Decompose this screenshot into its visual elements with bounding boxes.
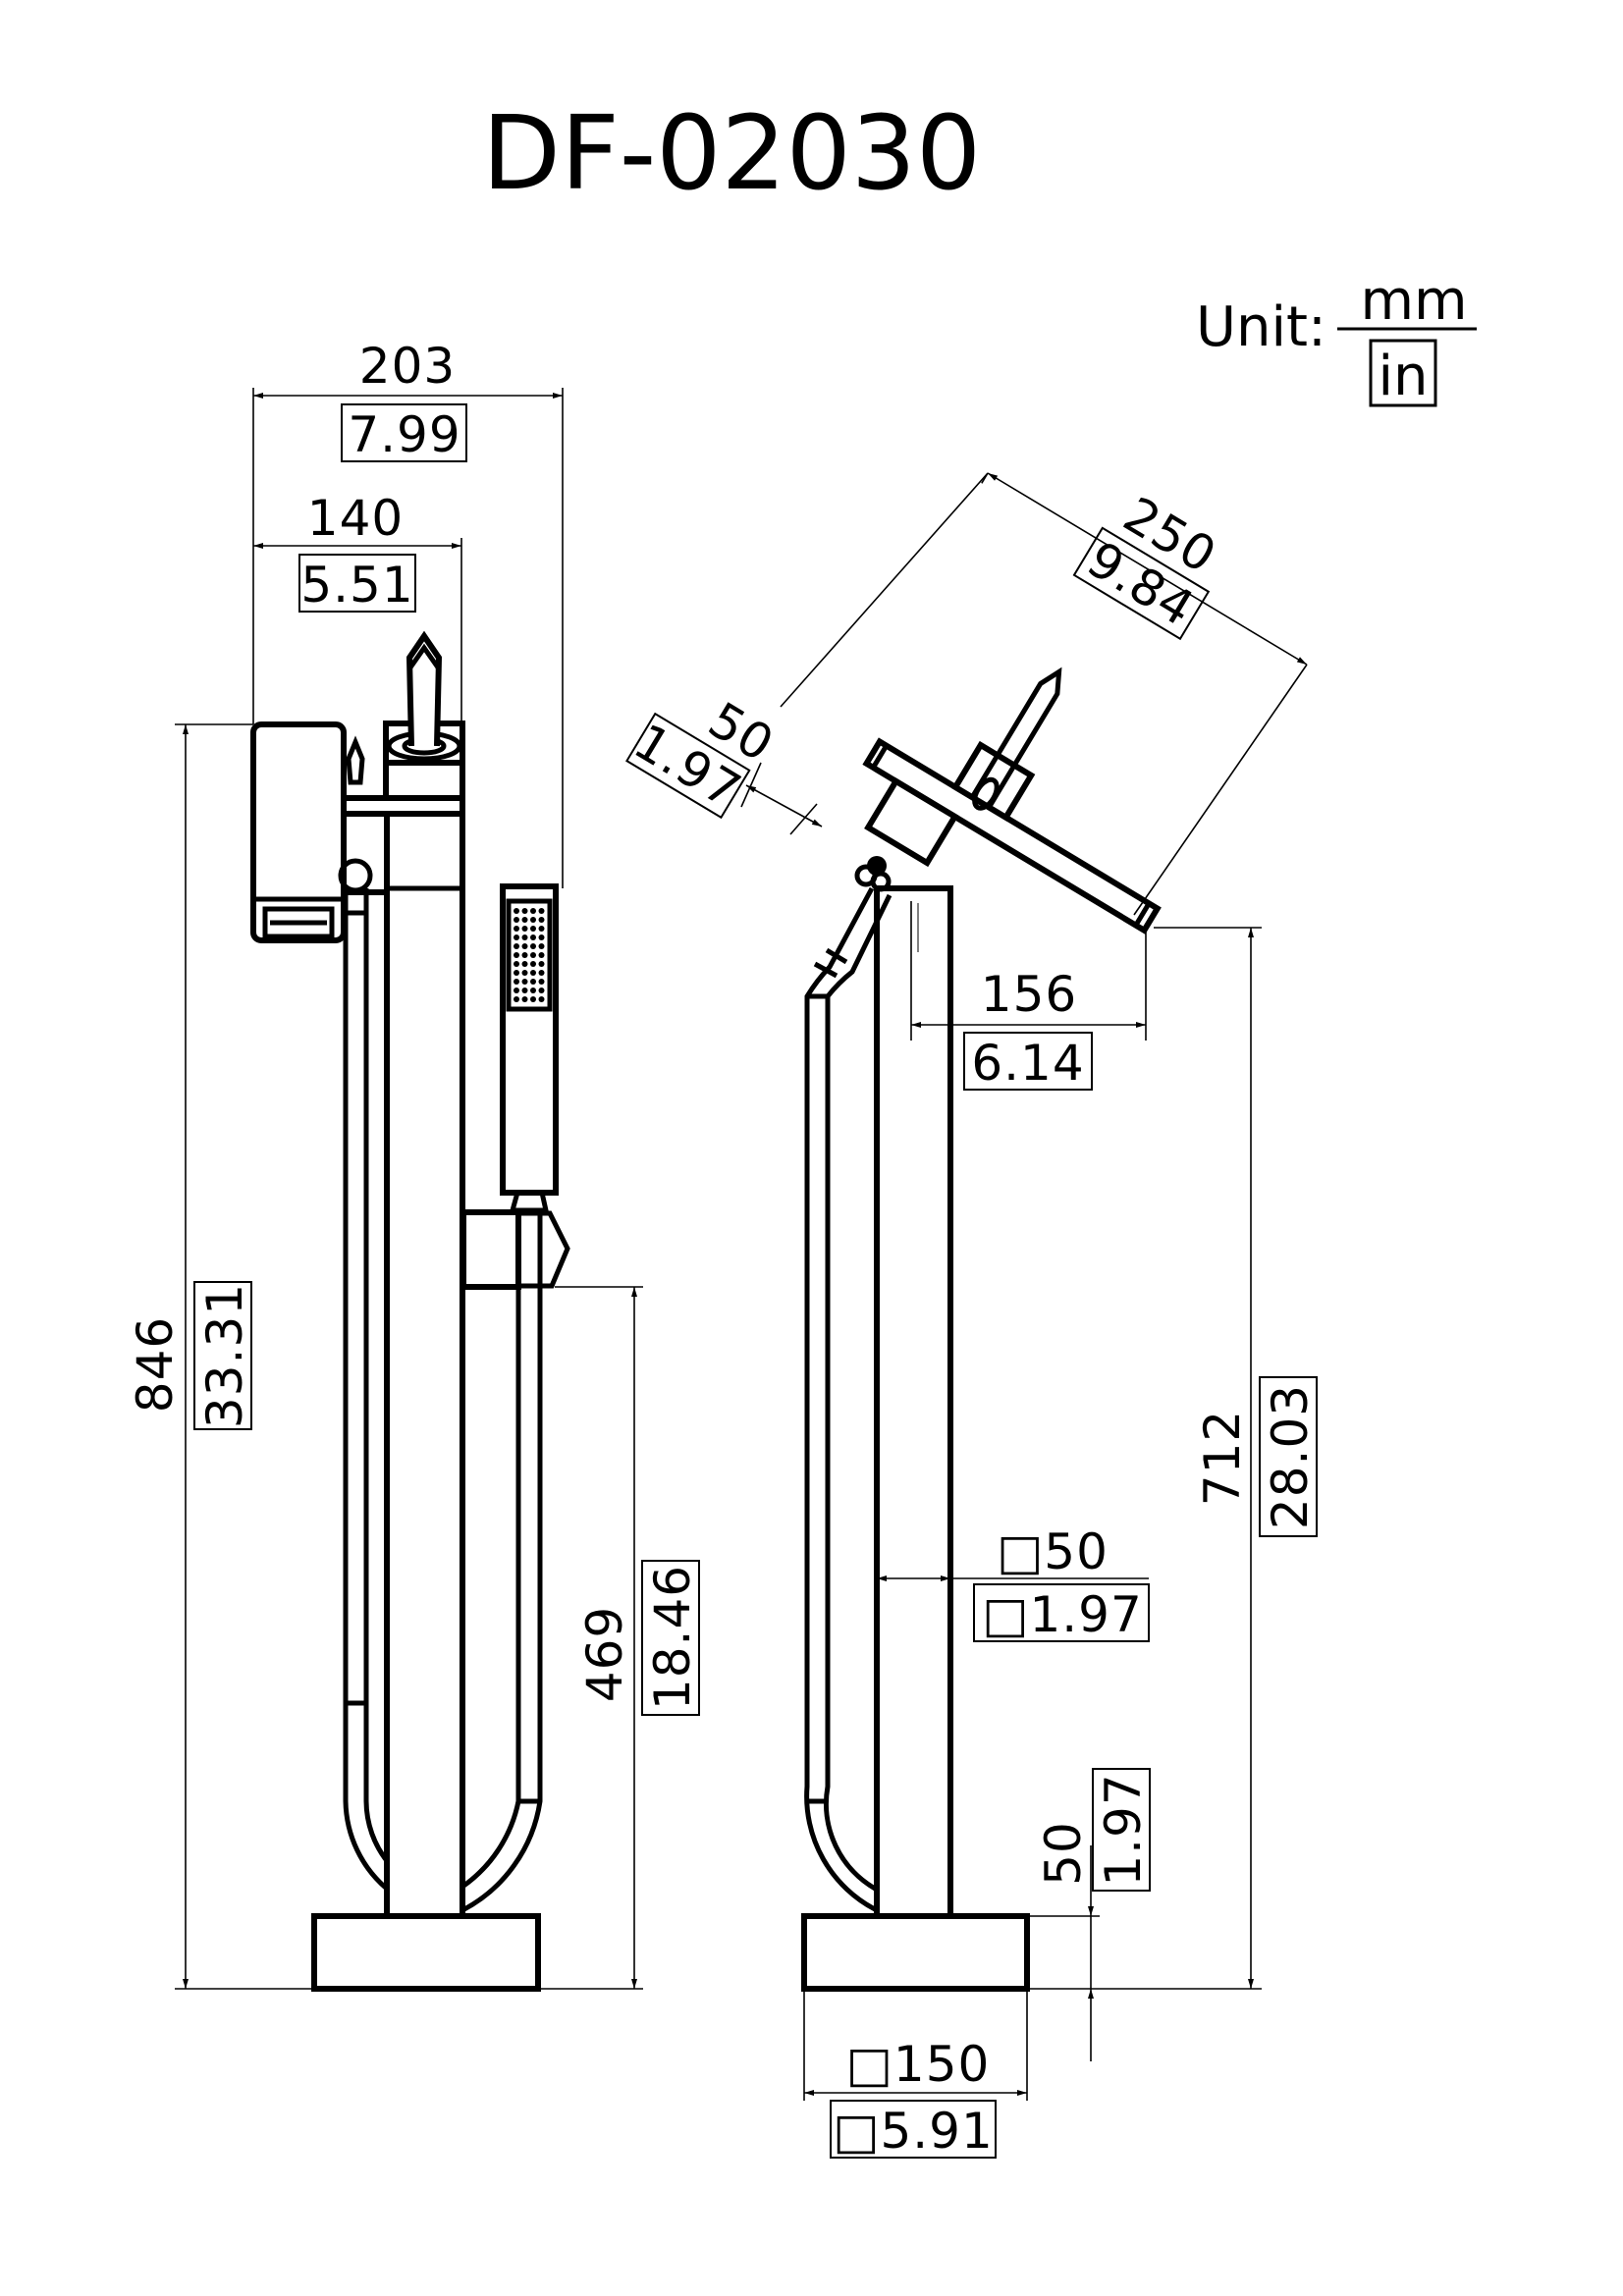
dim-column-section-mm: □50 bbox=[997, 1523, 1109, 1580]
unit-secondary: in bbox=[1378, 345, 1428, 408]
nozzle-dot bbox=[521, 926, 528, 932]
dim-overall-width-in: 7.99 bbox=[348, 406, 460, 463]
nozzle-dot bbox=[530, 952, 536, 958]
diverter-grip bbox=[262, 906, 335, 939]
unit-label: Unit: bbox=[1196, 295, 1326, 359]
nozzle-dot bbox=[514, 988, 519, 993]
dim-spout-height-in: 28.03 bbox=[1262, 1384, 1319, 1529]
dim-base-section-in: □5.91 bbox=[833, 2103, 994, 2160]
nozzle-dot bbox=[514, 970, 519, 976]
nozzle-dot bbox=[521, 943, 528, 949]
nozzle-dot bbox=[521, 996, 528, 1002]
hose-outer bbox=[343, 888, 390, 1892]
spout-arm bbox=[862, 737, 1162, 934]
nozzle-dot bbox=[514, 979, 519, 985]
nozzle-dot bbox=[514, 952, 519, 958]
nozzle-dot bbox=[530, 917, 536, 923]
dim-holder-height-in: 18.46 bbox=[644, 1565, 701, 1710]
nozzle-dot bbox=[538, 943, 545, 949]
dim-spout-reach-in: 6.14 bbox=[971, 1035, 1084, 1092]
nozzle-dot bbox=[538, 996, 545, 1002]
unit-legend: Unit: mm in bbox=[1196, 269, 1477, 408]
shower-nozzles bbox=[514, 908, 545, 1002]
nozzle-dot bbox=[530, 926, 536, 932]
spout bbox=[862, 667, 1162, 934]
dim-spout-height-mm: 712 bbox=[1194, 1410, 1251, 1506]
nozzle-dot bbox=[521, 961, 528, 967]
nozzle-dot bbox=[530, 943, 536, 949]
nozzle-dot bbox=[530, 979, 536, 985]
dim-holder-height-mm: 469 bbox=[576, 1606, 633, 1702]
unit-primary: mm bbox=[1360, 269, 1467, 333]
nozzle-dot bbox=[530, 970, 536, 976]
spout-body bbox=[864, 776, 959, 868]
nozzle-dot bbox=[538, 917, 545, 923]
nozzle-dot bbox=[521, 908, 528, 914]
nozzle-dot bbox=[538, 952, 545, 958]
nozzle-dot bbox=[538, 908, 545, 914]
nozzle-dot bbox=[538, 970, 545, 976]
side-view: 203 7.99 140 5.51 846 33.31 469 18.46 bbox=[127, 338, 701, 1992]
nozzle-dot bbox=[521, 952, 528, 958]
dim-base-section-mm: □150 bbox=[846, 2036, 991, 2093]
nozzle-dot bbox=[530, 908, 536, 914]
nozzle-dot bbox=[514, 934, 519, 940]
nozzle-dot bbox=[514, 961, 519, 967]
base-plate bbox=[311, 1913, 541, 1992]
nozzle-dot bbox=[530, 996, 536, 1002]
nozzle-dot bbox=[538, 934, 545, 940]
nozzle-dot bbox=[521, 970, 528, 976]
dim-base-height-mm: 50 bbox=[1035, 1821, 1092, 1886]
front-base-plate bbox=[801, 1913, 1030, 1992]
mixer-handle bbox=[406, 630, 443, 747]
dim-column-section-in: □1.97 bbox=[982, 1586, 1143, 1643]
nozzle-dot bbox=[530, 961, 536, 967]
dim-overall-height-mm: 846 bbox=[127, 1316, 184, 1413]
nozzle-dot bbox=[538, 961, 545, 967]
dim-overall-height-in: 33.31 bbox=[196, 1283, 253, 1428]
unit-secondary-box bbox=[1369, 339, 1437, 407]
nozzle-dot bbox=[538, 988, 545, 993]
dim-base-height-in: 1.97 bbox=[1095, 1773, 1152, 1886]
nozzle-dot bbox=[514, 917, 519, 923]
front-column bbox=[874, 885, 953, 1922]
spout-handle bbox=[970, 667, 1062, 809]
dim-overall-width-mm: 203 bbox=[359, 338, 456, 395]
front-view: 250 9.84 50 1.97 156 6.14 712 28.03 □50 bbox=[624, 472, 1319, 2160]
model-title: DF-02030 bbox=[482, 93, 981, 213]
nozzle-dot bbox=[521, 979, 528, 985]
nozzle-dot bbox=[514, 943, 519, 949]
dim-handle-offset-in: 5.51 bbox=[300, 557, 413, 614]
shower-holder bbox=[460, 1209, 521, 1290]
nozzle-dot bbox=[538, 926, 545, 932]
nozzle-dot bbox=[514, 926, 519, 932]
nozzle-dot bbox=[521, 917, 528, 923]
diverter-knob-icon bbox=[346, 735, 365, 785]
hand-shower bbox=[500, 883, 559, 1196]
nozzle-dot bbox=[538, 979, 545, 985]
column bbox=[384, 811, 465, 1926]
hose-connector bbox=[338, 858, 373, 893]
nozzle-dot bbox=[521, 988, 528, 993]
nozzle-dot bbox=[514, 996, 519, 1002]
dim-handle-offset-mm: 140 bbox=[307, 490, 404, 547]
nozzle-dot bbox=[530, 988, 536, 993]
dim-spout-reach-mm: 156 bbox=[981, 966, 1077, 1023]
front-hose bbox=[804, 886, 879, 1913]
nozzle-dot bbox=[530, 934, 536, 940]
nozzle-dot bbox=[521, 934, 528, 940]
nozzle-dot bbox=[514, 908, 519, 914]
